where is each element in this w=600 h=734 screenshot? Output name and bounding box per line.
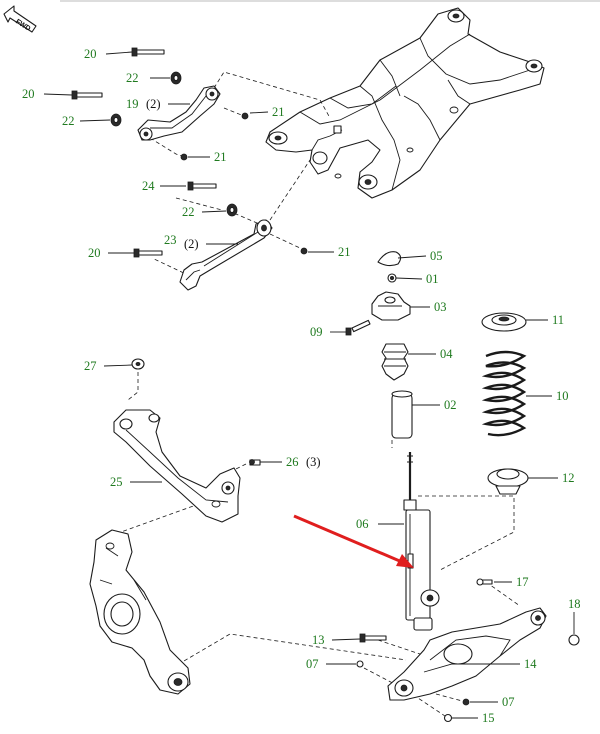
lower-spring-arm (387, 607, 547, 701)
callout-03-mount: 03 (434, 300, 447, 314)
callout-21-arm-nut: 21 (214, 150, 227, 164)
callout-06-shock: 06 (356, 517, 369, 531)
callout-26-bolt: 26 (286, 455, 299, 469)
callout-18-nut: 18 (568, 597, 581, 611)
toe-link-fasteners (133, 181, 308, 258)
callout-20-toe-bolt: 20 (88, 246, 101, 260)
strut-mount-stack (345, 251, 413, 439)
callout-25-lower-arm: 25 (110, 475, 123, 489)
callout-12-lower-seat: 12 (562, 471, 575, 485)
leader-lines (43, 51, 575, 719)
nut-01 (387, 273, 397, 283)
callout-22-toe-washer: 22 (182, 205, 195, 219)
dust-boot-02 (391, 390, 413, 439)
bolt-09 (345, 319, 371, 336)
nut-18 (568, 634, 580, 646)
callout-02-dust-boot: 02 (444, 398, 457, 412)
fwd-arrow-icon: FWD (3, 5, 37, 33)
callout-09-bolt: 09 (310, 325, 323, 339)
callout-14-spring-arm: 14 (524, 657, 537, 671)
nut-07b (462, 698, 470, 706)
nut-21b (180, 153, 188, 161)
callout-05-cap: 05 (430, 249, 443, 263)
callout-23-toe-link: 23 (164, 233, 177, 247)
callout-10-coil-spring: 10 (556, 389, 569, 403)
washer-22b (110, 113, 122, 127)
bolt-20b (71, 90, 103, 100)
callout-15-nut: 15 (482, 711, 495, 725)
callout-27-washer: 27 (84, 359, 97, 373)
coil-spring (481, 350, 527, 437)
qty-23: (2) (184, 237, 199, 251)
callout-21-toe-nut: 21 (338, 245, 351, 259)
part-callouts: 20 22 20 19 (2) 22 21 21 24 22 23 (2) 20… (22, 47, 581, 725)
steering-knuckle (89, 529, 191, 695)
callout-20-arm-bolt: 20 (22, 87, 35, 101)
callout-20-upper-bolt: 20 (84, 47, 97, 61)
qty-26: (3) (306, 455, 321, 469)
callout-19-upper-arm: 19 (126, 97, 139, 111)
upper-control-arm (137, 85, 221, 141)
washer-27 (131, 358, 145, 370)
callout-17-bolt: 17 (516, 575, 529, 589)
callout-21-upper-nut: 21 (272, 105, 285, 119)
callout-07-nut: 07 (502, 695, 515, 709)
cap-05 (377, 251, 402, 267)
spring-upper-seat (481, 312, 527, 332)
lower-arm-fasteners (356, 578, 580, 723)
callout-01-nut: 01 (426, 272, 439, 286)
shock-absorber (403, 452, 440, 631)
upper-arm-fasteners (71, 47, 249, 161)
washer-22a (170, 71, 182, 85)
qty-19: (2) (146, 97, 161, 111)
nut-21c (300, 247, 308, 255)
toe-link-arm (179, 219, 273, 291)
callout-22-arm-washer: 22 (62, 114, 75, 128)
callout-07-washer: 07 (306, 657, 319, 671)
bolt-26 (249, 459, 261, 466)
bump-stop-04 (381, 343, 409, 381)
callout-11-upper-seat: 11 (552, 313, 564, 327)
nut-21a (241, 112, 249, 120)
callout-13-bolt: 13 (312, 633, 325, 647)
callout-24-toe-bolt: 24 (142, 179, 155, 193)
bolt-13 (359, 633, 387, 643)
highlight-arrow (293, 514, 414, 568)
nut-15 (443, 713, 453, 723)
bolt-20c (133, 248, 163, 258)
bolt-20a (131, 47, 165, 57)
spring-lower-seat (487, 468, 529, 495)
callout-04-bump-stop: 04 (440, 347, 453, 361)
callout-22-upper-washer: 22 (126, 71, 139, 85)
bolt-24 (187, 181, 217, 191)
mount-03 (371, 291, 411, 321)
rear-subframe (265, 7, 545, 199)
bolt-17 (476, 578, 493, 586)
washer-22c (226, 203, 238, 217)
lower-control-arm (113, 409, 241, 523)
washer-07a (356, 660, 364, 668)
